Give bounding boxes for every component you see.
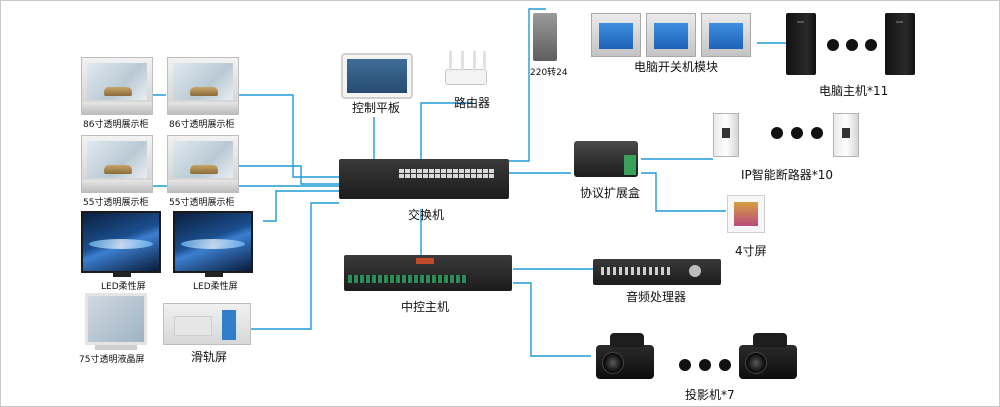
ellipsis-dot xyxy=(679,359,691,371)
label-central-host: 中控主机 xyxy=(401,300,450,314)
protocol-expansion-box xyxy=(574,141,638,177)
touch-screen-4in xyxy=(727,195,765,233)
label-power: 220转24 xyxy=(530,68,568,78)
wire-router xyxy=(420,101,472,159)
wire-power xyxy=(509,8,546,162)
pc-switch-module-1 xyxy=(591,13,641,57)
label-cabinet-55-b: 55寸透明展示柜 xyxy=(169,198,235,208)
label-router: 路由器 xyxy=(454,96,491,110)
pc-host-1 xyxy=(786,13,816,75)
transparent-cabinet-55-b xyxy=(167,135,239,193)
slide-rail-screen xyxy=(163,303,251,345)
lcd-stand xyxy=(95,345,137,350)
led-flexible-screen-a xyxy=(81,211,161,277)
ellipsis-dot xyxy=(846,39,858,51)
ellipsis-dot xyxy=(771,127,783,139)
ellipsis-dot xyxy=(699,359,711,371)
label-pc-hosts: 电脑主机*11 xyxy=(819,84,889,98)
pc-switch-module-2 xyxy=(646,13,696,57)
label-slide-screen: 滑轨屏 xyxy=(191,350,228,364)
router-icon xyxy=(441,51,489,85)
ellipsis-dot xyxy=(811,127,823,139)
ip-breaker-10 xyxy=(833,113,859,157)
switch-ports xyxy=(399,169,494,178)
label-pc-switch-module: 电脑开关机模块 xyxy=(634,60,719,74)
led-flexible-screen-b xyxy=(173,211,253,277)
ip-breaker-1 xyxy=(713,113,739,157)
transparent-lcd-75 xyxy=(85,293,147,345)
label-lcd-75: 75寸透明液晶屏 xyxy=(79,355,145,365)
ellipsis-dot xyxy=(865,39,877,51)
network-switch xyxy=(339,159,509,199)
label-cabinet-86-b: 86寸透明展示柜 xyxy=(169,120,235,130)
label-audio-processor: 音频处理器 xyxy=(626,290,687,304)
audio-processor xyxy=(593,259,721,285)
label-projectors: 投影机*7 xyxy=(685,388,735,402)
projector-7 xyxy=(739,333,797,379)
label-control-panel: 控制平板 xyxy=(352,101,401,115)
label-switch: 交换机 xyxy=(408,208,445,222)
wire-4in xyxy=(641,172,726,212)
wire-cabinet-86 xyxy=(151,94,339,178)
label-cabinet-86-a: 86寸透明展示柜 xyxy=(83,120,149,130)
wire-projectors xyxy=(513,282,591,357)
transparent-cabinet-86-b xyxy=(167,57,239,115)
label-touch-screen: 4寸屏 xyxy=(735,244,767,258)
ellipsis-dot xyxy=(791,127,803,139)
wire-lcd-slide xyxy=(251,202,339,330)
label-ip-breakers: IP智能断路器*10 xyxy=(741,168,834,182)
ellipsis-dot xyxy=(827,39,839,51)
pc-switch-module-3 xyxy=(701,13,751,57)
pc-host-11 xyxy=(885,13,915,75)
transparent-cabinet-86-a xyxy=(81,57,153,115)
central-control-host xyxy=(344,255,512,291)
power-converter xyxy=(533,13,557,61)
ellipsis-dot xyxy=(719,359,731,371)
projector-1 xyxy=(596,333,654,379)
label-led-b: LED柔性屏 xyxy=(193,282,238,292)
wire-led xyxy=(263,190,339,222)
transparent-cabinet-55-a xyxy=(81,135,153,193)
label-cabinet-55-a: 55寸透明展示柜 xyxy=(83,198,149,208)
label-led-a: LED柔性屏 xyxy=(101,282,146,292)
wire-cabinet-55 xyxy=(239,165,339,185)
control-tablet xyxy=(341,53,413,99)
label-protocol-box: 协议扩展盒 xyxy=(580,186,641,200)
